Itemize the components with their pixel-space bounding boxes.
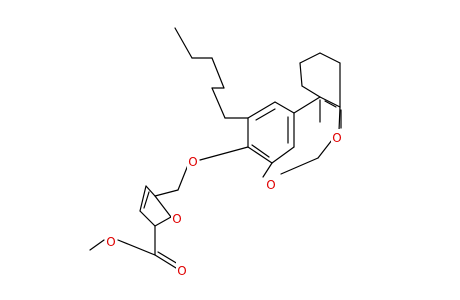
lactone-bond-1 bbox=[293, 96, 321, 114]
ester-carbonyl-oxygen: O bbox=[176, 262, 188, 278]
benzene-bond-2 bbox=[274, 101, 295, 114]
cyclopentene-bond-2 bbox=[299, 62, 303, 87]
hexyl-bond-3 bbox=[211, 57, 225, 89]
bond-layer bbox=[89, 27, 342, 269]
cyclopentene-bond-4 bbox=[319, 52, 341, 64]
furan-bond-1 bbox=[145, 185, 156, 197]
ester-bond-2 bbox=[117, 239, 156, 256]
ester-carbonyl-double bbox=[157, 251, 179, 265]
furan-bond-5 bbox=[154, 195, 172, 218]
benzene-bond-5 bbox=[247, 146, 273, 164]
hexyl-bond-1 bbox=[174, 27, 193, 59]
lactone-double-1 bbox=[324, 100, 337, 108]
hexyl-bond-5 bbox=[211, 87, 226, 119]
furan-bond-2 bbox=[139, 185, 147, 212]
cyclopentene-bond-3 bbox=[299, 52, 321, 64]
methyl-bond bbox=[89, 239, 105, 251]
ester-carbonyl-bond bbox=[154, 254, 177, 269]
lactone-bond-5 bbox=[280, 157, 319, 175]
benzene-double-1 bbox=[255, 108, 276, 121]
ether-oxygen: O bbox=[187, 153, 199, 169]
ring-oxygen-lactone: O bbox=[265, 176, 277, 192]
carbonyl-oxygen-lactone-label: O bbox=[332, 131, 341, 145]
furan-double-1 bbox=[143, 191, 150, 209]
ester-oxygen-label: O bbox=[106, 235, 115, 249]
linker-bond bbox=[154, 189, 179, 197]
benzene-bond-4 bbox=[271, 146, 295, 164]
furan-bond-3 bbox=[139, 210, 156, 227]
lactone-bond-3 bbox=[338, 106, 341, 132]
lactone-bond-6 bbox=[262, 162, 273, 178]
furan-oxygen-label: O bbox=[172, 212, 181, 226]
ether-oxygen-label: O bbox=[188, 155, 197, 169]
ether-bond-2 bbox=[177, 164, 189, 191]
lactone-bond-2 bbox=[319, 96, 341, 108]
cyclopentene-bond-1 bbox=[301, 85, 321, 98]
ring-oxygen-lactone-label: O bbox=[266, 178, 275, 192]
benzene-bond-1 bbox=[247, 101, 276, 119]
ester-carbonyl-oxygen-label: O bbox=[177, 264, 186, 278]
carbonyl-oxygen-lactone: O bbox=[331, 129, 343, 145]
atom-label-layer: O O O O O O bbox=[105, 129, 343, 278]
furan-bond-4 bbox=[154, 216, 172, 227]
furan-oxygen: O bbox=[171, 210, 183, 226]
ether-bond-1 bbox=[199, 146, 249, 161]
ester-oxygen: O bbox=[105, 233, 117, 249]
benzene-double-3 bbox=[251, 144, 270, 158]
